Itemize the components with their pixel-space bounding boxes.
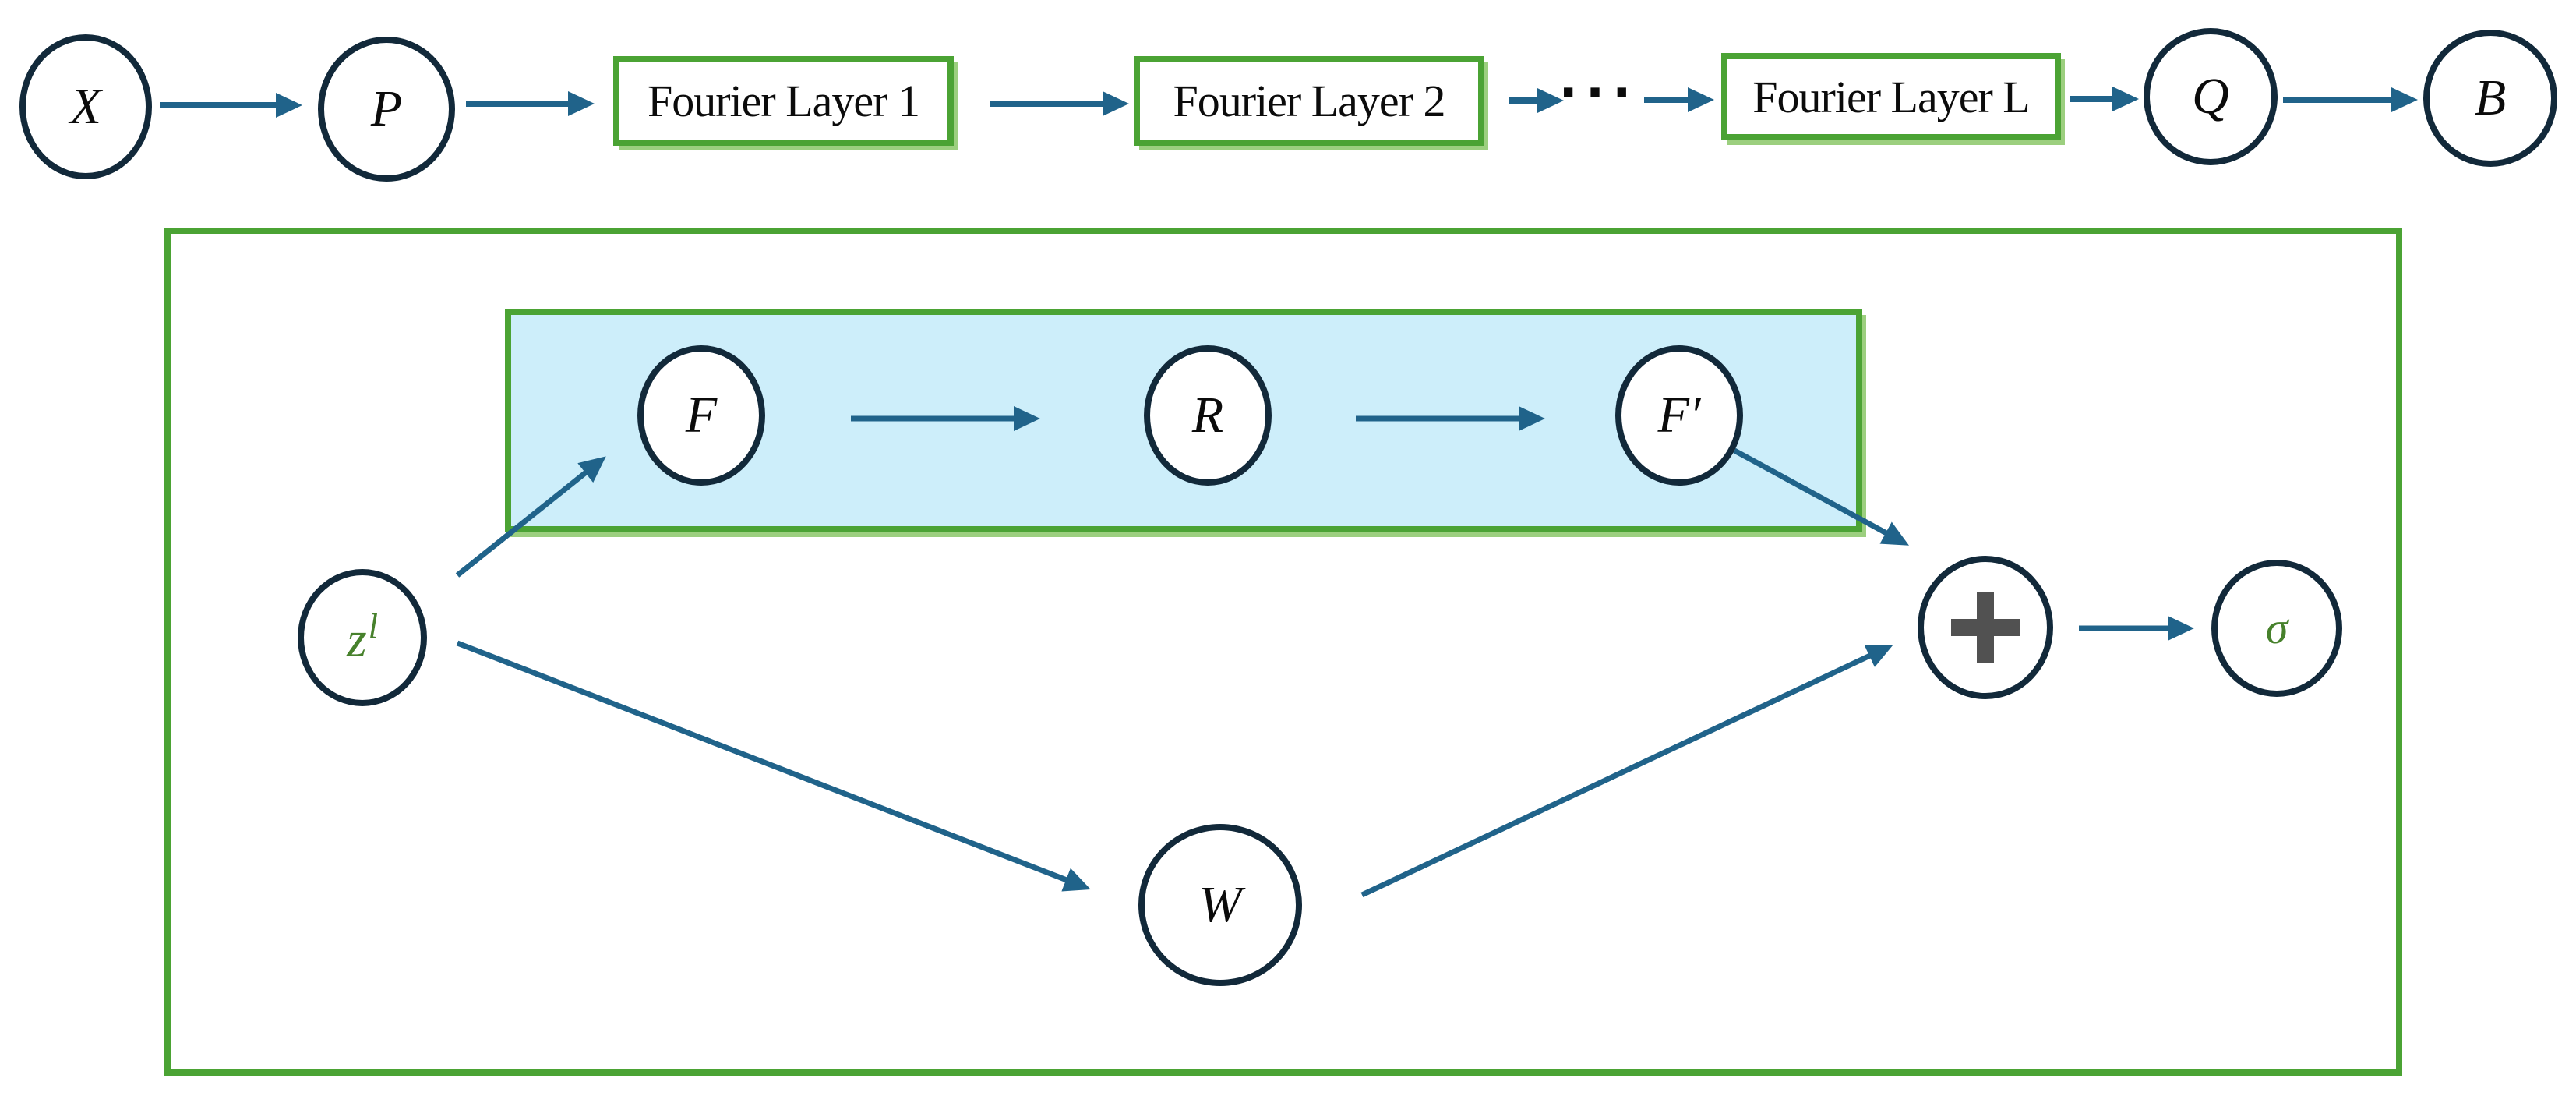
node-inverse-fourier-fprime: F′ <box>1615 345 1743 486</box>
node-input-z-label: zl <box>347 606 378 669</box>
node-fourier-transform-f: F <box>637 345 765 486</box>
z-base: z <box>347 611 367 669</box>
ellipsis-label: ··· <box>1558 65 1639 122</box>
node-fourier-transform-f-label: F <box>685 387 718 444</box>
fourier-layer-1-box: Fourier Layer 1 <box>613 56 954 146</box>
node-linear-transform-r: R <box>1144 345 1272 486</box>
fourier-layer-1-label: Fourier Layer 1 <box>648 76 920 126</box>
node-linear-bypass-w-label: W <box>1198 876 1242 933</box>
node-lifting-p-label: P <box>370 80 403 137</box>
node-output-b-label: B <box>2474 69 2507 126</box>
node-activation-sigma-label: σ <box>2265 603 2288 653</box>
ellipsis-dots: ··· <box>1551 61 1647 126</box>
fourier-layer-detail-box <box>164 228 2402 1076</box>
fourier-layer-2-label: Fourier Layer 2 <box>1173 76 1446 126</box>
node-activation-sigma: σ <box>2211 560 2342 697</box>
fourier-layer-2-box: Fourier Layer 2 <box>1134 56 1484 146</box>
fourier-layer-L-box: Fourier Layer L <box>1721 53 2061 140</box>
node-linear-bypass-w: W <box>1138 824 1302 986</box>
node-output-b: B <box>2423 30 2557 167</box>
node-projection-q: Q <box>2144 28 2278 165</box>
node-linear-transform-r-label: R <box>1191 387 1224 444</box>
node-input-x-label: X <box>69 78 102 135</box>
node-input-z: zl <box>298 569 427 706</box>
node-sum <box>1918 556 2053 699</box>
node-inverse-fourier-fprime-label: F′ <box>1657 387 1701 444</box>
plus-icon <box>1951 592 2020 663</box>
z-superscript: l <box>368 606 378 645</box>
node-projection-q-label: Q <box>2192 68 2229 125</box>
node-input-x: X <box>19 34 152 179</box>
node-lifting-p: P <box>318 37 455 182</box>
fourier-layer-L-label: Fourier Layer L <box>1752 71 2030 122</box>
